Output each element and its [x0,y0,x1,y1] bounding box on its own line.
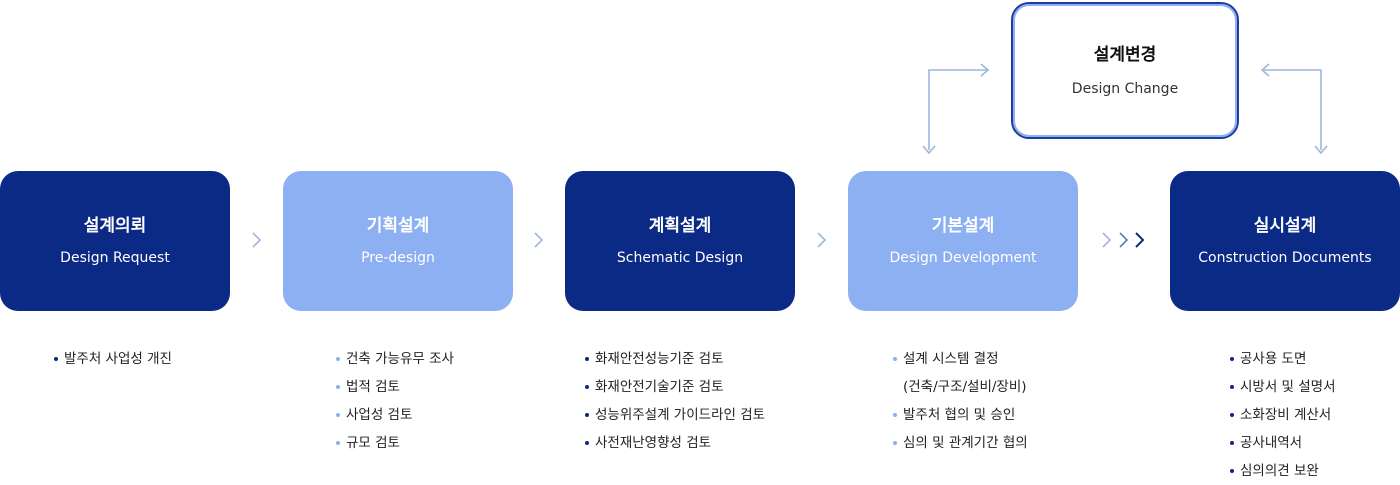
design-change-title-ko: 설계변경 [1093,44,1157,65]
list-item: 규모 검토 [336,429,454,457]
list-item: 성능위주설계 가이드라인 검토 [585,401,765,429]
stage-construction-documents: 실시설계 Construction Documents [1170,171,1400,311]
design-change-box: 설계변경 Design Change [1011,2,1239,139]
list-item: 심의 및 관계기간 협의 [893,429,1028,457]
list-item: 사전재난영향성 검토 [585,429,765,457]
list-item: 공사용 도면 [1230,345,1336,373]
arrow-head-left-icon [1260,63,1270,77]
list-item: 시방서 및 설명서 [1230,373,1336,401]
chevron-right-icon [1119,232,1129,248]
stage-title-en: Construction Documents [1198,250,1372,266]
stage-items-design-development: 설계 시스템 결정 (건축/구조/설비/장비) 발주처 협의 및 승인 심의 및… [893,345,1028,457]
stage-title-en: Pre-design [361,250,435,266]
stage-title-ko: 기본설계 [931,216,995,236]
chevron-right-icon [534,232,544,248]
list-item: 법적 검토 [336,373,454,401]
arrow-head-down-icon [1314,145,1328,155]
stage-pre-design: 기획설계 Pre-design [283,171,513,311]
stage-title-en: Design Request [60,250,170,266]
stage-schematic-design: 계획설계 Schematic Design [565,171,795,311]
list-item-continued: (건축/구조/설비/장비) [903,379,1027,395]
loop-arrow-right [1264,69,1322,150]
list-item: 건축 가능유무 조사 [336,345,454,373]
list-item: 소화장비 계산서 [1230,401,1336,429]
chevron-right-icon [1135,232,1145,248]
list-item: 사업성 검토 [336,401,454,429]
stage-items-schematic-design: 화재안전성능기준 검토 화재안전기술기준 검토 성능위주설계 가이드라인 검토 … [585,345,765,457]
chevron-right-icon [817,232,827,248]
stage-design-request: 설계의뢰 Design Request [0,171,230,311]
stage-items-design-request: 발주처 사업성 개진 [54,345,172,373]
chevron-right-icon [252,232,262,248]
stage-title-ko: 실시설계 [1253,216,1317,236]
stage-title-en: Schematic Design [616,250,744,266]
stage-items-pre-design: 건축 가능유무 조사 법적 검토 사업성 검토 규모 검토 [336,345,454,457]
list-item: 화재안전기술기준 검토 [585,373,765,401]
loop-arrow-left [928,69,987,150]
list-item: 공사내역서 [1230,429,1336,457]
list-item: 설계 시스템 결정 [893,345,1028,373]
stage-title-ko: 설계의뢰 [83,216,147,236]
stage-design-development: 기본설계 Design Development [848,171,1078,311]
list-item: 화재안전성능기준 검토 [585,345,765,373]
list-item: 심의의견 보완 [1230,457,1336,485]
chevron-right-icon [1102,232,1112,248]
stage-title-ko: 계획설계 [648,216,712,236]
list-item: 발주처 협의 및 승인 [893,401,1028,429]
stage-title-ko: 기획설계 [366,216,430,236]
stage-title-en: Design Development [889,250,1037,266]
design-change-title-en: Design Change [1071,80,1179,97]
list-item: 발주처 사업성 개진 [54,345,172,373]
arrow-head-down-icon [922,145,936,155]
arrow-head-right-icon [980,63,990,77]
stage-items-construction-documents: 공사용 도면 시방서 및 설명서 소화장비 계산서 공사내역서 심의의견 보완 [1230,345,1336,485]
